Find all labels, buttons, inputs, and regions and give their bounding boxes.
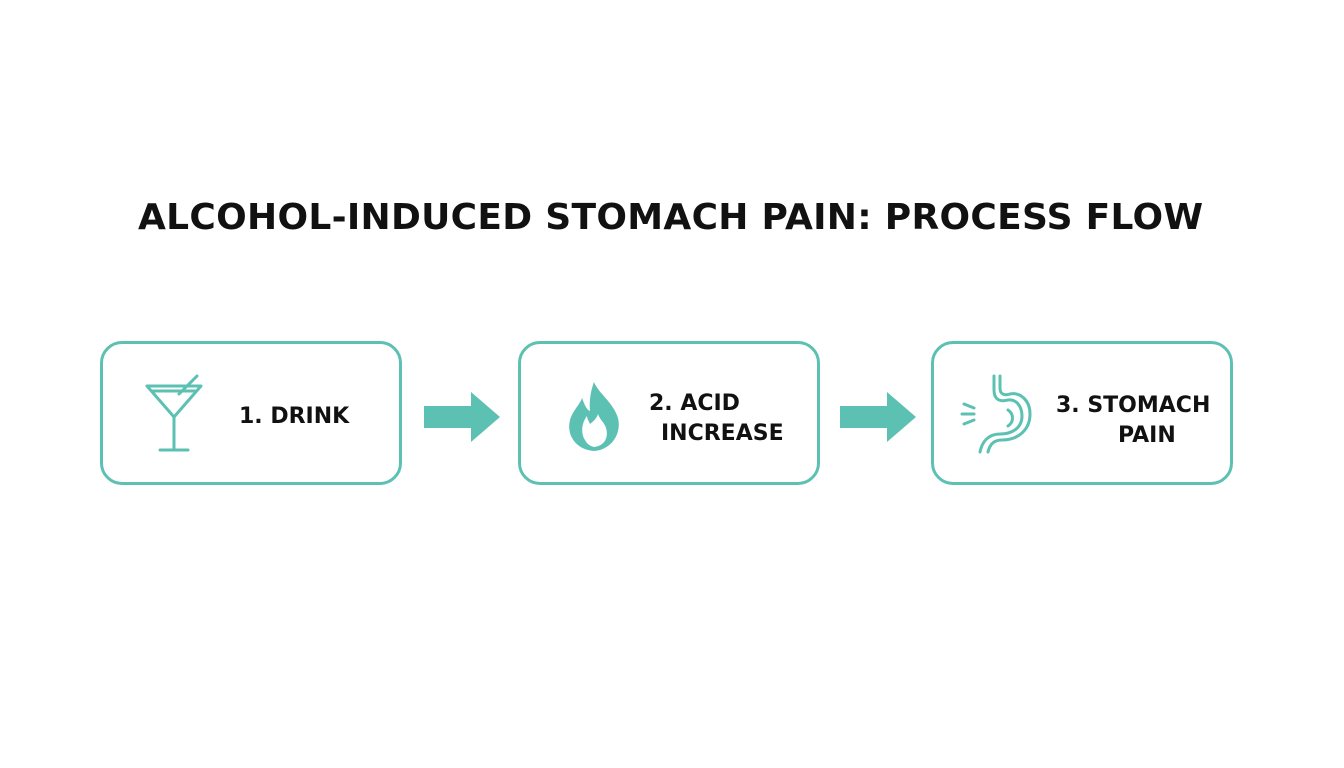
step-label-stomach-line2: PAIN (1118, 423, 1176, 448)
step-stomach-pain: 3. STOMACH PAIN (931, 341, 1233, 485)
step-label-acid-line1: 2. ACID (649, 391, 740, 416)
step-label-drink: 1. DRINK (239, 404, 350, 429)
diagram-title: ALCOHOL-INDUCED STOMACH PAIN: PROCESS FL… (138, 197, 1204, 238)
cocktail-glass-icon (145, 374, 203, 452)
step-label-stomach-line1: 3. STOMACH (1056, 393, 1211, 418)
step-drink: 1. DRINK (100, 341, 402, 485)
arrow-right-icon (840, 392, 916, 442)
flame-icon (569, 382, 619, 451)
step-label-acid-line2: INCREASE (661, 421, 784, 446)
arrow-right-icon (424, 392, 500, 442)
step-acid-increase: 2. ACID INCREASE (518, 341, 820, 485)
stomach-icon (960, 374, 1032, 454)
